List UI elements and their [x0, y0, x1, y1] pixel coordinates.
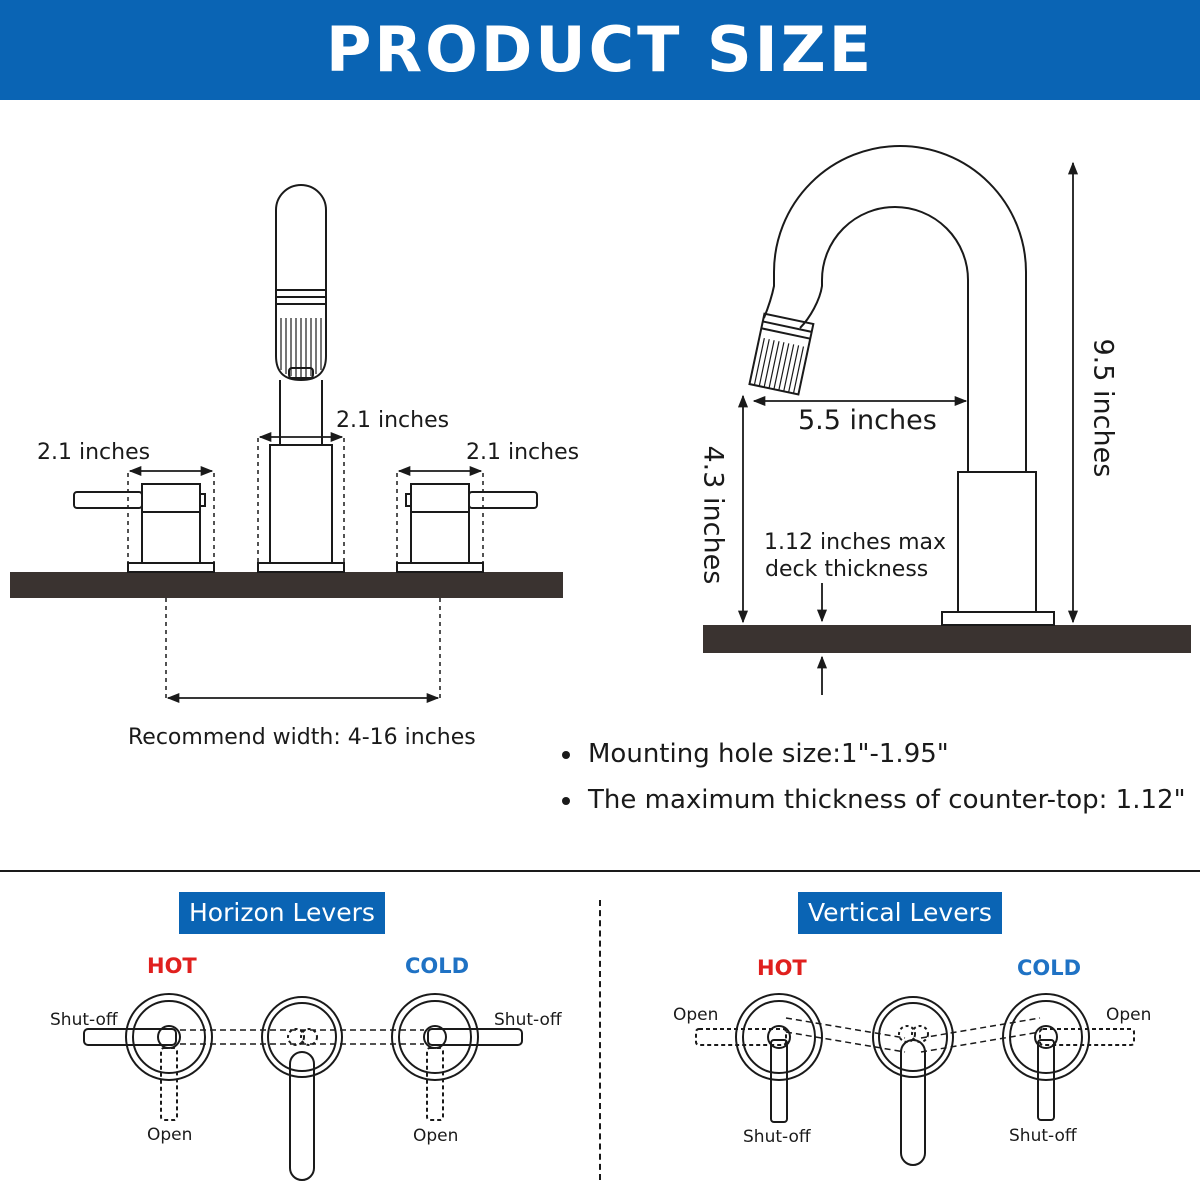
front-left-handle: [73, 483, 215, 573]
horizon-hot-valve: [83, 993, 213, 1121]
horizon-cold-valve: [391, 993, 523, 1121]
horizon-right-open: Open: [413, 1126, 459, 1146]
vertical-cold-label: COLD: [1017, 956, 1082, 980]
horizon-right-shutoff: Shut-off: [494, 1010, 562, 1030]
horizon-hot-label: HOT: [147, 954, 197, 978]
horizon-spout-valve: [261, 996, 343, 1181]
reach-label: 5.5 inches: [798, 405, 937, 436]
horizon-left-shutoff: Shut-off: [50, 1010, 118, 1030]
front-spout: [257, 184, 345, 573]
front-right-handle: [396, 483, 538, 573]
vertical-spout-valve: [872, 996, 954, 1166]
vertical-hot-valve: [695, 993, 823, 1123]
spec-item: Mounting hole size:1"-1.95": [562, 735, 1186, 781]
horizon-left-open: Open: [147, 1125, 193, 1145]
vertical-right-open: Open: [1106, 1005, 1152, 1025]
front-deck: [10, 572, 563, 598]
recommend-width-label: Recommend width: 4-16 inches: [128, 725, 476, 750]
height-label: 9.5 inches: [1087, 338, 1119, 478]
lever-divider: [599, 900, 601, 1180]
spout-height-label: 4.3 inches: [697, 445, 729, 585]
page-title: PRODUCT SIZE: [325, 13, 875, 86]
deck-thickness-line2: deck thickness: [765, 557, 929, 582]
vertical-hot-label: HOT: [757, 956, 807, 980]
spec-item: The maximum thickness of counter-top: 1.…: [562, 781, 1186, 827]
deck-thickness-line1: 1.12 inches max: [764, 530, 946, 555]
left-handle-width-label: 2.1 inches: [37, 440, 151, 465]
side-spout: [748, 145, 1055, 626]
header-banner: [0, 0, 1200, 100]
section-divider: [0, 870, 1200, 872]
horizon-levers-title: Horizon Levers: [179, 892, 385, 934]
vertical-levers-title: Vertical Levers: [798, 892, 1002, 934]
vertical-left-shutoff: Shut-off: [743, 1127, 811, 1147]
horizon-cold-label: COLD: [405, 954, 470, 978]
vertical-left-open: Open: [673, 1005, 719, 1025]
side-deck: [703, 625, 1191, 653]
right-handle-width-label: 2.1 inches: [466, 440, 580, 465]
spec-list: Mounting hole size:1"-1.95" The maximum …: [562, 735, 1186, 827]
side-view: [703, 145, 1191, 695]
spout-width-label: 2.1 inches: [336, 408, 450, 433]
front-view: [10, 184, 563, 704]
horizon-levers-diagram: [83, 993, 523, 1181]
vertical-right-shutoff: Shut-off: [1009, 1126, 1077, 1146]
vertical-levers-diagram: [695, 993, 1135, 1166]
